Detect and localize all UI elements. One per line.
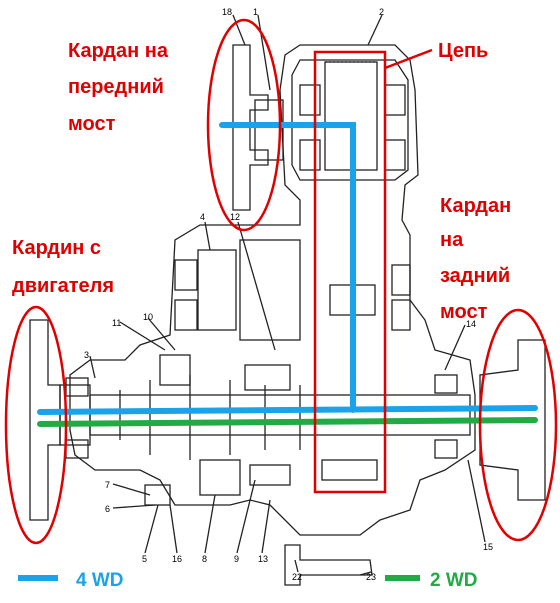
part-number: 14 <box>466 319 476 329</box>
rear-shaft-label-line-3: задний <box>440 265 510 287</box>
chain-box <box>313 50 387 494</box>
part-number: 9 <box>234 554 239 564</box>
rear-shaft-label-line-4: мост <box>440 301 488 323</box>
engine-shaft-label-line-1: Кардин с <box>12 237 101 259</box>
part-number: 12 <box>230 212 240 222</box>
rear-shaft-ellipse <box>478 308 558 542</box>
part-number: 1 <box>253 7 258 17</box>
chain-label: Цепь <box>438 40 488 62</box>
part-number: 7 <box>105 480 110 490</box>
part-number: 11 <box>112 318 121 328</box>
annotation-labels: Кардан на передний мост Цепь Кардан на з… <box>12 40 511 323</box>
legend-label-2wd: 2 WD <box>430 570 478 591</box>
front-shaft-label-line-1: Кардан на <box>68 40 169 62</box>
part-number: 18 <box>222 7 232 17</box>
part-number-labels: 18 1 2 4 12 11 10 3 14 7 6 5 16 8 9 13 1… <box>84 7 493 582</box>
power-flow-lines <box>37 122 538 427</box>
part-number: 6 <box>105 504 110 514</box>
part-number: 10 <box>143 312 153 322</box>
front-shaft-label-line-2: передний <box>68 76 164 98</box>
legend-label-4wd: 4 WD <box>76 570 124 591</box>
front-shaft-ellipse <box>206 18 282 232</box>
engine-shaft-label-line-2: двигателя <box>12 275 114 297</box>
part-number: 2 <box>379 7 384 17</box>
part-number: 4 <box>200 212 205 222</box>
part-number: 5 <box>142 554 147 564</box>
rear-shaft-label-line-1: Кардан <box>440 195 511 217</box>
part-number: 3 <box>84 350 89 360</box>
chain-pointer <box>384 48 433 70</box>
rear-shaft-label-line-2: на <box>440 229 464 251</box>
part-number: 22 <box>292 572 302 582</box>
part-number: 15 <box>483 542 493 552</box>
part-number: 23 <box>366 572 376 582</box>
four-wd-path <box>37 122 538 415</box>
red-annotations <box>4 18 558 545</box>
engine-shaft-ellipse <box>4 305 68 545</box>
front-shaft-label-line-3: мост <box>68 113 116 135</box>
part-number: 16 <box>172 554 182 564</box>
mechanical-drawing <box>29 14 546 586</box>
part-number: 8 <box>202 554 207 564</box>
legend: 4 WD 2 WD <box>18 570 478 591</box>
part-number: 13 <box>258 554 268 564</box>
two-wd-path <box>37 417 538 427</box>
